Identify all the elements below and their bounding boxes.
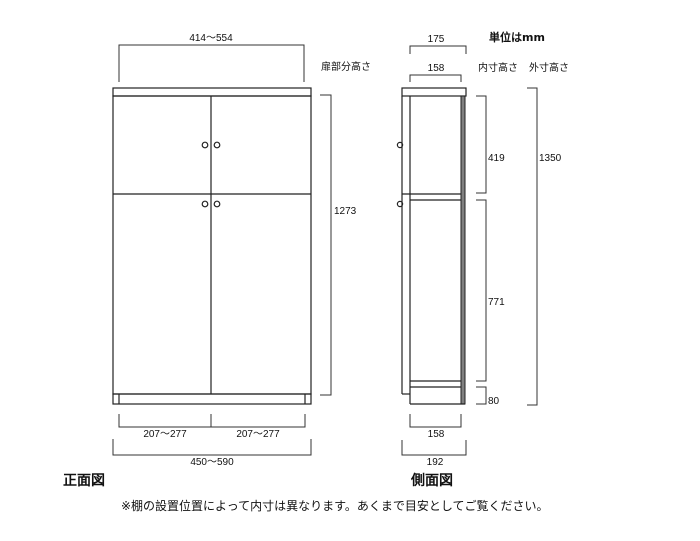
front-top-width-dimension: 414～554 [118, 33, 305, 82]
side-base-height-dimension: 80 [476, 386, 500, 407]
side-view-title: 側面図 [410, 472, 453, 489]
front-door-height-label: 1273 [334, 206, 357, 217]
side-base-height-label: 80 [488, 396, 500, 407]
handle-knob-icon [396, 200, 404, 208]
side-upper-inner-height-label: 419 [488, 153, 505, 164]
inner-height-label: 内寸高さ [478, 61, 518, 74]
front-view: 414～554 扉部分高さ 1273 [63, 33, 371, 489]
side-upper-inner-height-dimension: 419 [476, 95, 505, 194]
front-top-width-label: 414～554 [189, 33, 233, 44]
unit-label: 単位はmm [489, 30, 545, 44]
side-bottom-depth-outer-dimension: 192 [401, 440, 467, 468]
side-top-depth-inner-dimension: 158 [409, 63, 462, 82]
front-overall-width-label: 450～590 [190, 457, 234, 468]
side-bottom-depth-inner-dimension: 158 [409, 414, 462, 440]
side-lower-inner-height-dimension: 771 [476, 199, 505, 382]
side-cabinet-body [401, 87, 467, 405]
door-section-height-label: 扉部分高さ [321, 60, 371, 73]
handle-knob-icon [396, 141, 404, 149]
back-panel [460, 95, 466, 405]
disclaimer-note: ※棚の設置位置によって内寸は異なります。あくまで目安としてご覧ください。 [121, 498, 549, 513]
outer-height-label: 外寸高さ [529, 61, 569, 74]
side-overall-height-label: 1350 [539, 153, 562, 164]
side-top-depth-inner-label: 158 [428, 63, 445, 74]
side-view: 単位はmm 175 158 内寸高さ 外寸高さ [396, 30, 569, 489]
front-door-width-left-label: 207～277 [143, 429, 187, 440]
handle-knob-icon [213, 200, 221, 208]
side-bottom-depth-inner-label: 158 [428, 429, 445, 440]
side-top-depth-outer-label: 175 [428, 34, 445, 45]
front-door-width-dimension: 207～277 207～277 [118, 414, 306, 440]
side-top-depth-outer-dimension: 175 [409, 34, 467, 54]
handle-knob-icon [213, 141, 221, 149]
door-handles [201, 141, 221, 208]
handle-knob-icon [201, 200, 209, 208]
side-overall-height-dimension: 1350 [527, 87, 562, 406]
front-view-title: 正面図 [63, 473, 105, 489]
side-bottom-depth-outer-label: 192 [427, 457, 444, 468]
handle-knob-icon [201, 141, 209, 149]
front-door-width-right-label: 207～277 [236, 429, 280, 440]
front-door-height-dimension: 1273 [320, 94, 357, 396]
front-overall-width-dimension: 450～590 [112, 439, 312, 468]
front-cabinet-body [112, 87, 312, 405]
side-lower-inner-height-label: 771 [488, 297, 505, 308]
